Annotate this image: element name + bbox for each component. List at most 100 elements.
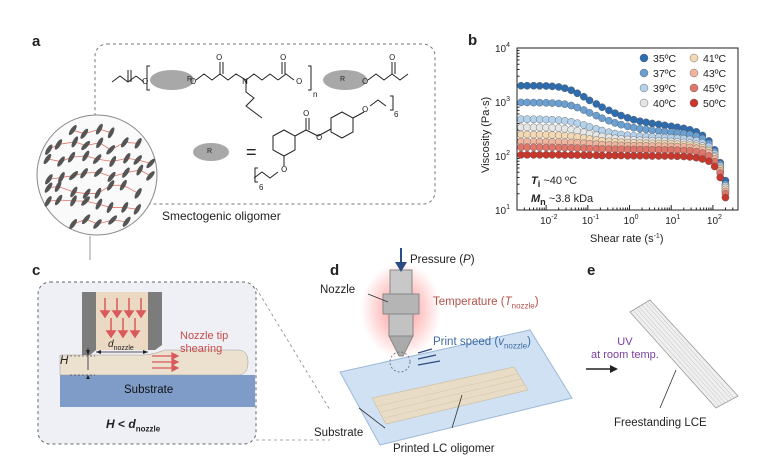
mesogen	[44, 182, 53, 193]
legend-label: 50ºC	[703, 98, 727, 110]
mesogen	[134, 137, 142, 149]
printed-label: Printed LC oligomer	[393, 443, 495, 455]
legend-label: 40ºC	[653, 98, 677, 110]
mesogen	[45, 174, 53, 185]
mesogen	[69, 218, 78, 230]
mesogen	[82, 150, 90, 162]
y-axis-label: Viscosity (Pa·s)	[480, 97, 492, 173]
mesogen	[81, 214, 91, 225]
r-label-3: R	[207, 148, 213, 155]
legend-label: 39ºC	[653, 83, 677, 95]
mesogen	[95, 198, 103, 210]
mesogen	[119, 179, 127, 191]
print-speed-label: Print speed (vnozzle)	[433, 336, 531, 351]
panel-letter-c: c	[32, 262, 41, 279]
legend-label: 43ºC	[703, 68, 727, 80]
mesogen	[57, 156, 65, 167]
mesogen	[71, 136, 79, 148]
mesogen	[94, 167, 103, 177]
d-nozzle-label: dnozzle	[108, 339, 134, 352]
mesogen	[133, 155, 142, 165]
mesogen	[106, 202, 114, 214]
data-point	[573, 89, 582, 98]
r-label-1: R	[187, 76, 193, 83]
mn-annotation: Mn ~3.8 kDa	[531, 193, 594, 208]
mesogen	[133, 204, 141, 215]
r-label-2: R	[340, 76, 346, 83]
mesogen	[92, 154, 102, 164]
data-point	[592, 100, 601, 108]
lc-chain	[72, 128, 112, 135]
svg-text:O: O	[362, 77, 368, 86]
mesogen	[106, 145, 116, 155]
mesogen	[58, 172, 65, 183]
mesogen	[146, 158, 156, 169]
pressure-label: Pressure (P)	[410, 254, 475, 266]
panel-letter-b: b	[468, 32, 478, 49]
ti-annotation: Ti ~40 ºC	[531, 175, 578, 190]
data-point	[716, 173, 725, 182]
substrate-label-c: Substrate	[124, 384, 174, 396]
nozzle-label: Nozzle	[320, 284, 356, 296]
mesogen	[134, 188, 142, 199]
mesogen	[136, 164, 144, 176]
svg-text:O: O	[216, 53, 222, 62]
mesogen	[109, 156, 117, 167]
mesogen	[68, 125, 77, 136]
data-point	[605, 106, 613, 115]
x-axis-label: Shear rate (s-1)	[590, 233, 664, 245]
mesogen	[94, 187, 102, 199]
panel-letter-e: e	[587, 262, 596, 279]
mesogen	[54, 181, 62, 193]
data-point	[721, 193, 730, 202]
condition-label: H < dnozzle	[106, 417, 161, 434]
mesogen	[93, 219, 102, 229]
panel-a-figure: O O O N O O O O O O O O	[36, 43, 436, 260]
svg-text:O: O	[190, 77, 196, 86]
mesogen	[81, 196, 90, 206]
mesogen	[107, 127, 115, 139]
mesogen	[122, 216, 131, 227]
svg-text:O: O	[389, 53, 395, 62]
mesogen	[121, 202, 129, 213]
legend-marker	[639, 68, 649, 78]
mesogen	[43, 153, 52, 165]
substrate-label-d: Substrate	[314, 427, 364, 439]
smectogenic-caption: Smectogenic oligomer	[162, 209, 281, 223]
temperature-label: Temperature (Tnozzle)	[433, 296, 539, 311]
six-subscript-2: 6	[394, 110, 399, 119]
svg-text:O: O	[303, 109, 309, 118]
data-point	[705, 157, 713, 166]
legend-label: 35ºC	[653, 53, 677, 65]
legend-marker	[639, 98, 649, 108]
mesogen	[45, 144, 53, 155]
freestanding-lce-label: Freestanding LCE	[614, 417, 707, 429]
mesogen	[95, 123, 103, 135]
mesogen	[54, 139, 63, 150]
legend-marker	[689, 53, 699, 63]
legend-marker	[689, 98, 699, 108]
data-point	[710, 162, 719, 171]
mesogen	[54, 194, 63, 206]
panel-letter-d: d	[330, 262, 340, 279]
mesogen	[44, 196, 52, 207]
svg-text:O: O	[281, 165, 287, 174]
equals-sign: =	[246, 142, 257, 162]
mesogen	[106, 180, 115, 191]
data-point	[567, 86, 576, 95]
mesogen	[67, 151, 76, 163]
legend-marker	[639, 53, 649, 63]
mesogen	[107, 171, 116, 182]
svg-text:O: O	[316, 133, 322, 142]
legend-marker	[689, 68, 699, 78]
mesogen	[122, 167, 130, 178]
mesogen	[70, 186, 78, 198]
data-point	[579, 92, 588, 101]
mesogen	[69, 171, 79, 181]
svg-text:O: O	[280, 53, 286, 62]
